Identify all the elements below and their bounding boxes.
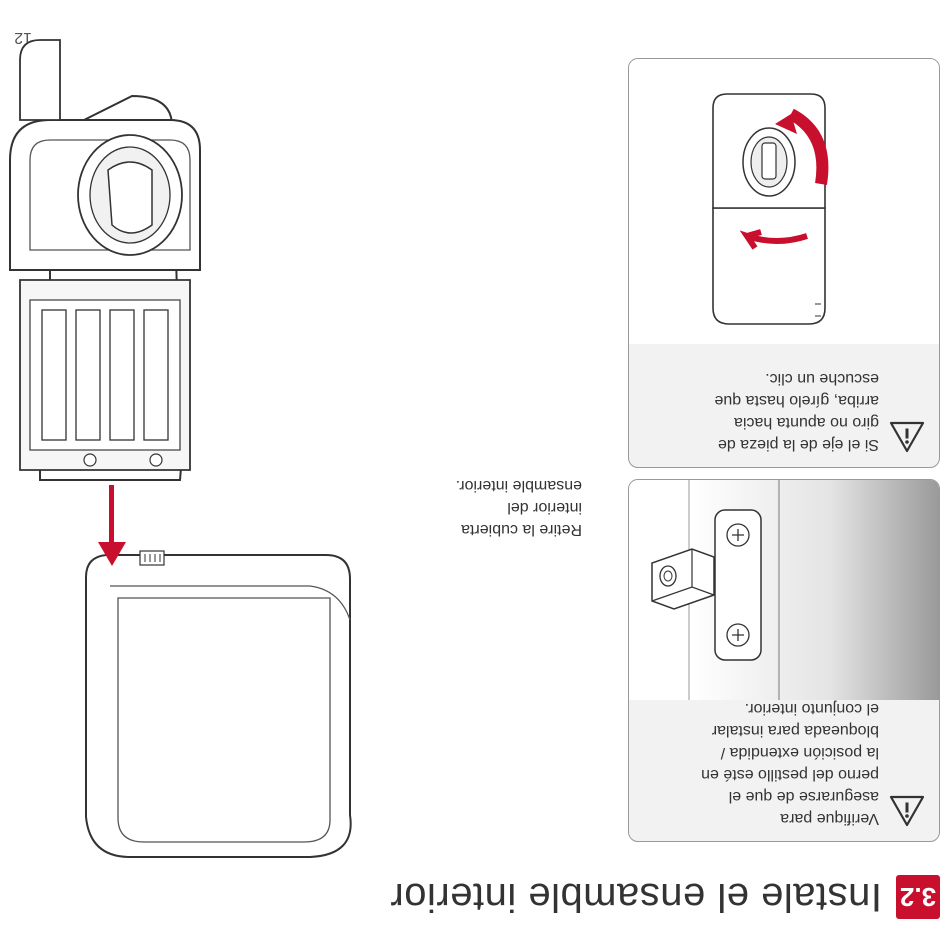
tip-line: Verifique para xyxy=(780,810,879,827)
tip-line: la posición extendida / xyxy=(720,744,879,761)
removal-arrow xyxy=(98,485,126,566)
tip-line: Si el eje de la pieza de xyxy=(718,436,879,453)
tip-line: el conjunto interior. xyxy=(744,700,879,717)
section-header: 3.2 Instale el ensamble interior xyxy=(390,872,940,922)
tip-box-latch-bolt: Verifique para asegurarse de que el pern… xyxy=(628,479,940,842)
interior-assembly-illustration xyxy=(9,39,352,858)
turn-piece-illustration xyxy=(629,59,939,344)
tip-box-turn-piece: Si el eje de la pieza de giro no apunta … xyxy=(628,58,940,468)
section-title: Instale el ensamble interior xyxy=(389,875,882,920)
tip-text-latch-bolt: Verifique para asegurarse de que el pern… xyxy=(649,697,879,829)
interior-assembly xyxy=(9,39,201,481)
latch-bolt-illustration xyxy=(629,480,939,700)
tip-text-turn-piece: Si el eje de la pieza de giro no apunta … xyxy=(649,367,879,455)
info-triangle-icon xyxy=(889,795,925,827)
tip-line: escuche un clic. xyxy=(765,370,879,387)
tip-line: asegurarse de que el xyxy=(728,788,879,805)
instruction-line: interior del xyxy=(507,499,582,516)
tip-line: bloqueada para instalar xyxy=(711,722,879,739)
instruction-line: Retire la cubierta xyxy=(461,521,582,538)
instruction-text: Retire la cubierta interior del ensamble… xyxy=(382,474,582,540)
info-triangle-icon xyxy=(889,421,925,453)
instruction-line: ensamble interior. xyxy=(455,477,582,494)
tip-line: giro no apunta hacia xyxy=(734,414,879,431)
tip-line: perno del pestillo esté en xyxy=(701,766,879,783)
tip-line: arriba, gírelo hasta que xyxy=(714,392,879,409)
section-number-badge: 3.2 xyxy=(896,875,940,919)
interior-cover xyxy=(85,550,352,858)
